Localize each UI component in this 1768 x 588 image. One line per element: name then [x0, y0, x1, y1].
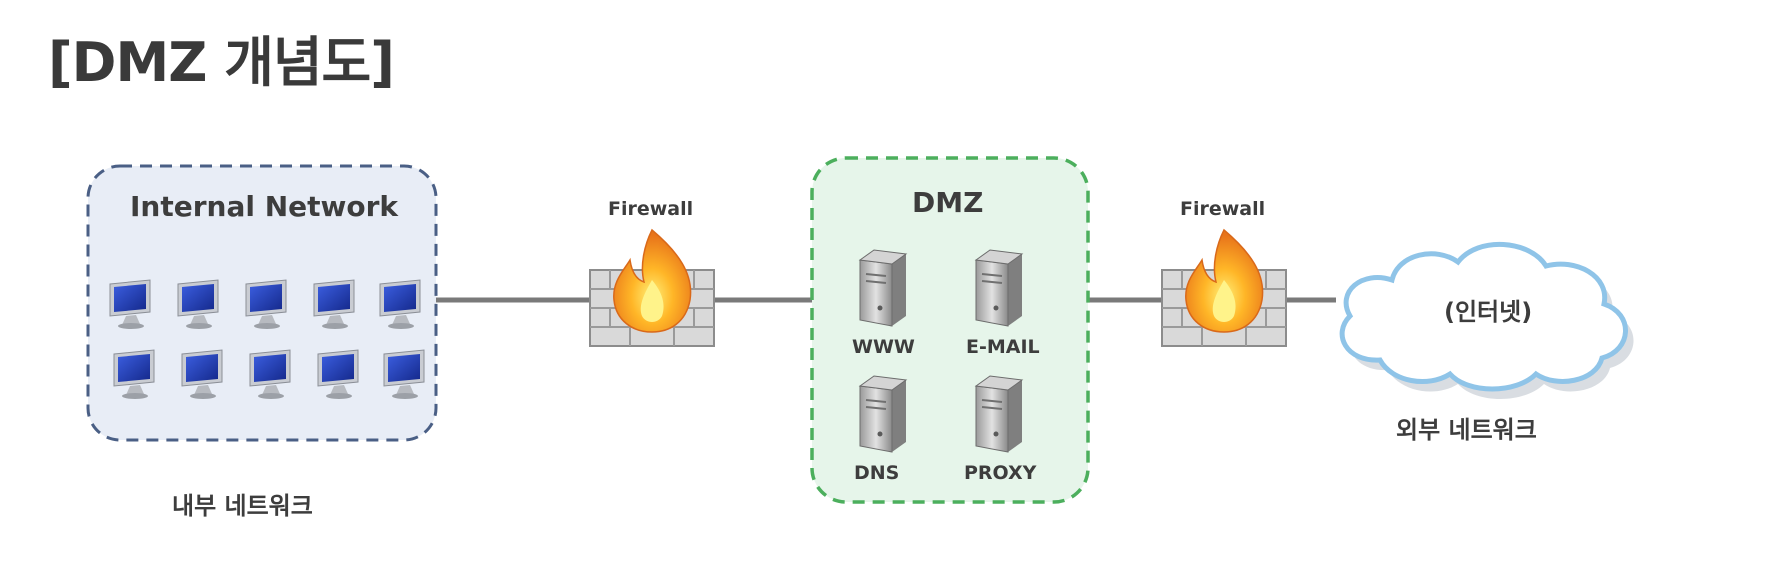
- dmz-label: DMZ: [912, 186, 984, 219]
- server-label-www: WWW: [852, 336, 915, 358]
- server-label-proxy: PROXY: [964, 462, 1037, 484]
- firewall-left-label: Firewall: [608, 198, 694, 220]
- internal-network-caption: 내부 네트워크: [172, 492, 313, 520]
- server-icon: [975, 375, 1023, 453]
- server-icon: [975, 249, 1023, 327]
- server-icon: [859, 375, 907, 453]
- page-title: [DMZ 개념도]: [48, 31, 395, 94]
- server-label-dns: DNS: [854, 462, 900, 484]
- firewall-right-label: Firewall: [1180, 198, 1266, 220]
- server-label-email: E-MAIL: [966, 336, 1040, 358]
- external-network-caption: 외부 네트워크: [1396, 416, 1537, 444]
- firewall-icon: [1161, 229, 1287, 347]
- internet-cloud-icon: [1339, 241, 1634, 399]
- firewall-icon: [589, 229, 715, 347]
- internet-label: (인터넷): [1444, 298, 1533, 326]
- internal-network-label: Internal Network: [130, 190, 399, 223]
- server-icon: [859, 249, 907, 327]
